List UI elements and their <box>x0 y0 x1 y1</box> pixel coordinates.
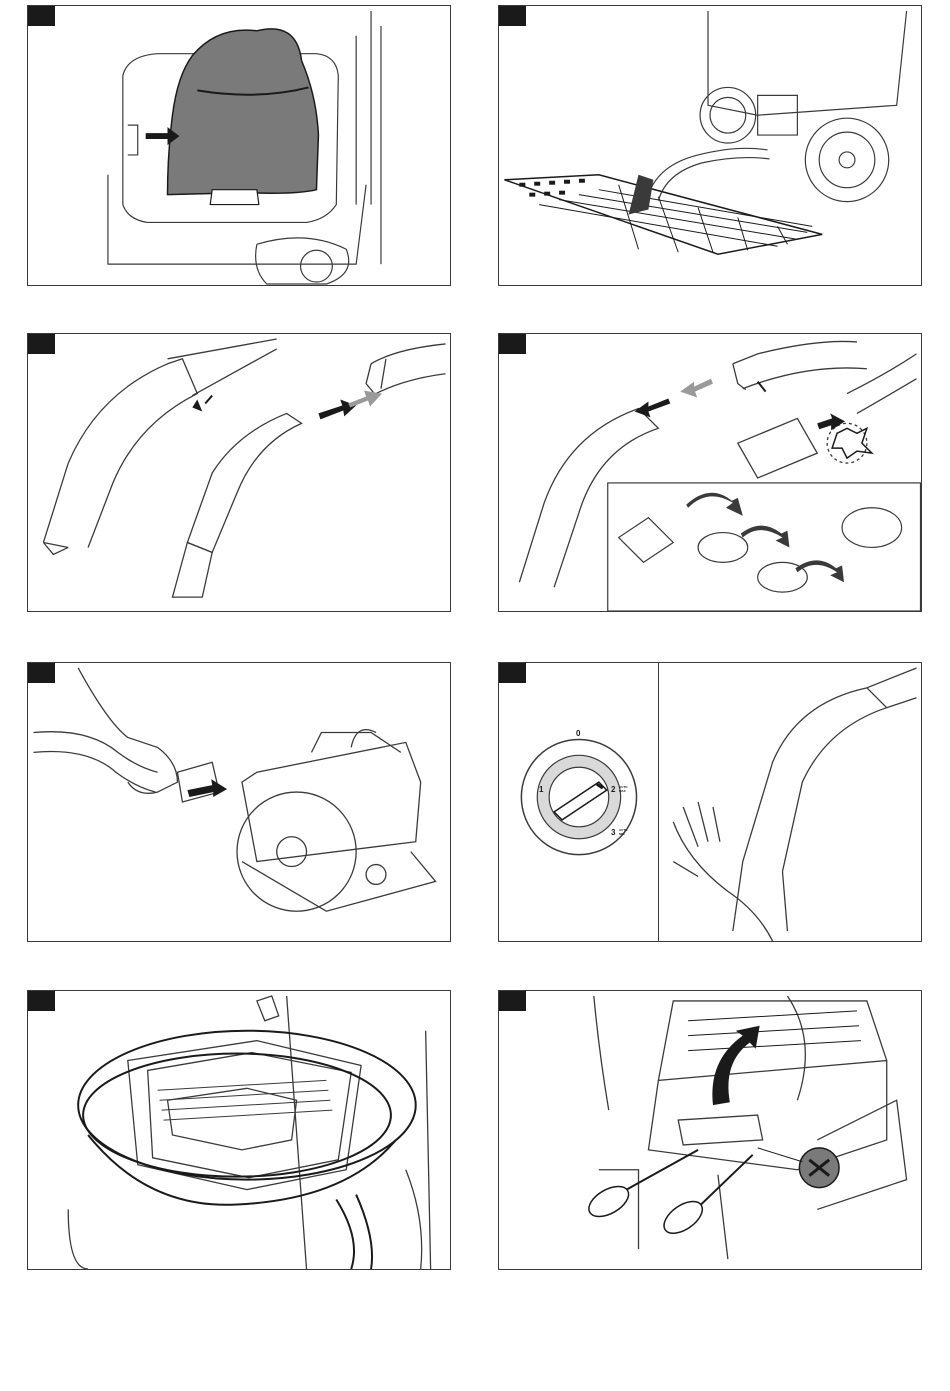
panel-7-hose-storage <box>27 990 451 1270</box>
dial-position-2: 2 <box>611 785 615 794</box>
hose-storage-illustration <box>28 991 450 1269</box>
dial-illustration <box>499 663 921 941</box>
dial-position-3-caption: AUTO MIN <box>619 828 631 836</box>
filter-removal-illustration <box>499 991 921 1269</box>
panel-5-power-tool <box>27 662 451 942</box>
panel-6-suction-dial: 0 1 2 AUTO MAX 3 AUTO MIN <box>498 662 922 942</box>
panel-2-filter-grate <box>498 5 922 286</box>
panel-1-dust-bag <box>27 5 451 286</box>
panel-8-filter-removal <box>498 990 922 1270</box>
dial-position-3: 3 <box>611 828 615 837</box>
dial-position-1: 1 <box>539 785 543 794</box>
panel-4-adapters <box>498 333 922 612</box>
power-tool-illustration <box>28 663 450 941</box>
dial-position-2-caption: AUTO MAX <box>619 785 631 793</box>
dust-bag-illustration <box>28 6 450 285</box>
adapters-illustration <box>499 334 921 611</box>
hose-handle-illustration <box>28 334 450 611</box>
grate-illustration <box>499 6 921 285</box>
panel-3-hose-coupling <box>27 333 451 612</box>
dial-position-0: 0 <box>576 729 580 738</box>
